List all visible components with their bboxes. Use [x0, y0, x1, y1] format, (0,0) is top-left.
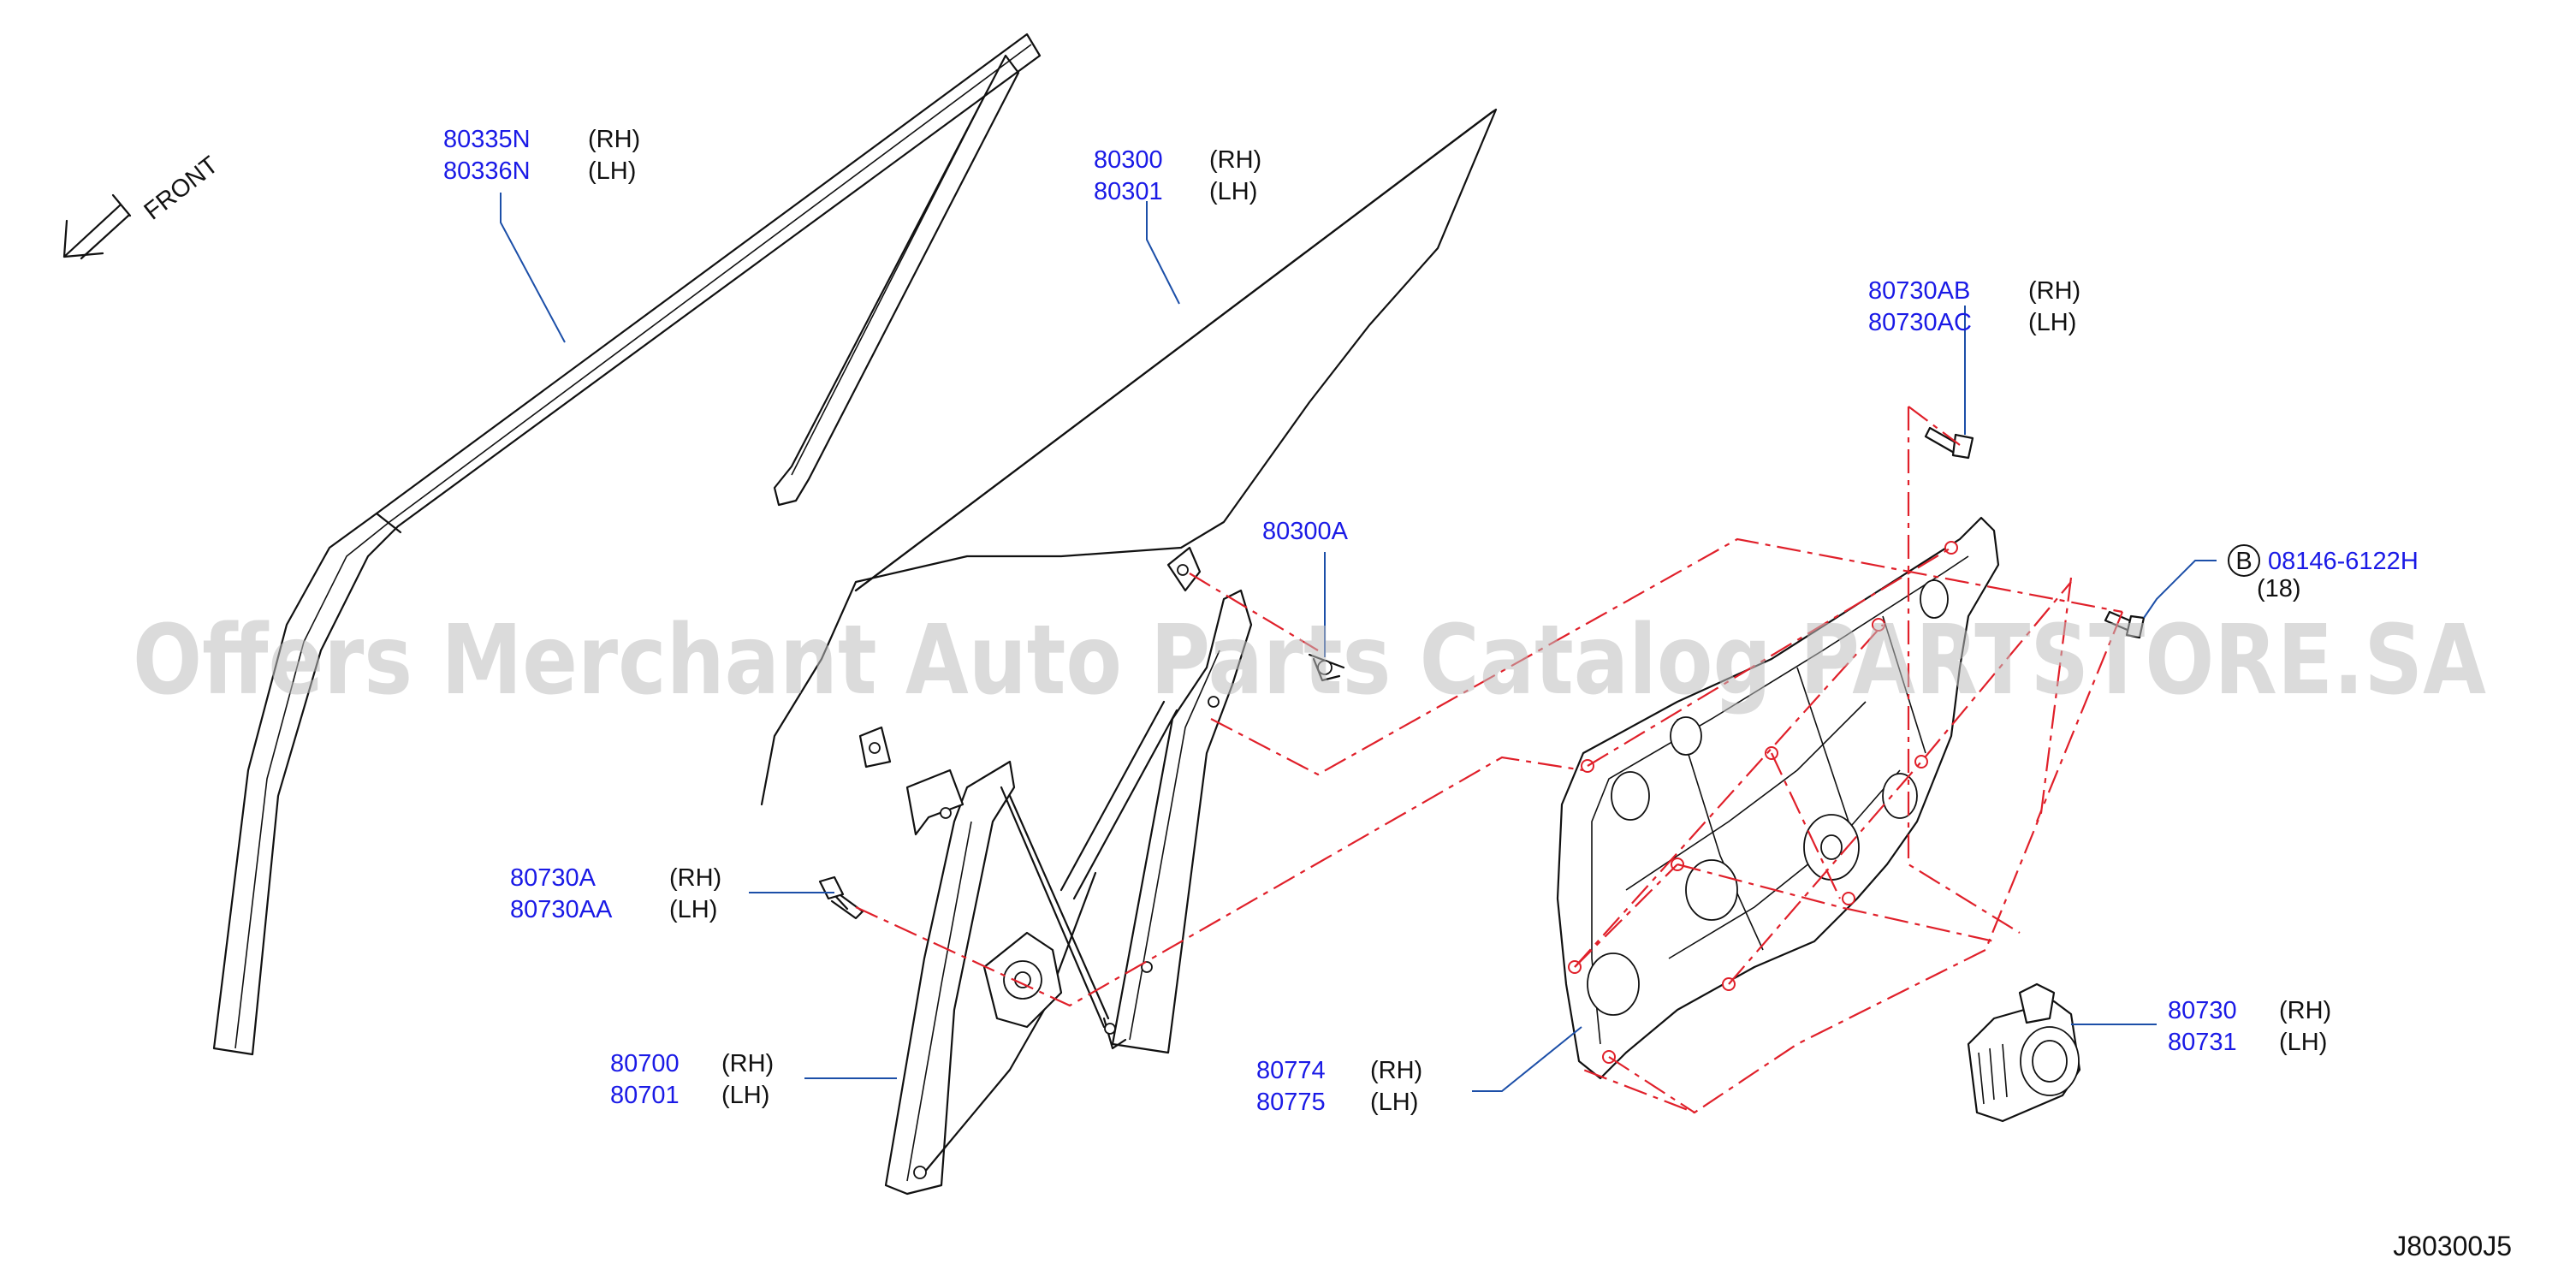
regulator-motor	[1967, 982, 2081, 1123]
part-number-rh: 80300	[1094, 146, 1163, 174]
door-glass	[760, 108, 1498, 806]
side-lh: (LH)	[1370, 1089, 1418, 1116]
part-number-lh: 80775	[1256, 1089, 1326, 1116]
bolt-badge-letter: B	[2235, 548, 2252, 575]
part-number: 08146-6122H	[2268, 548, 2419, 575]
part-number-rh: 80774	[1256, 1057, 1326, 1084]
front-label: FRONT	[139, 151, 224, 226]
assembly-phantom-lines	[855, 406, 2124, 1114]
callout-regulator-bolt: 80730A 80730AA (RH) (LH)	[510, 864, 721, 923]
quantity: (18)	[2257, 575, 2301, 602]
part-number-rh: 80700	[610, 1050, 680, 1077]
callout-glass: 80300 80301 (RH) (LH)	[1094, 146, 1261, 205]
glass-bolt-icon	[1308, 653, 1345, 682]
part-number-rh: 80730	[2168, 997, 2237, 1024]
part-number-rh: 80730AB	[1868, 277, 1970, 305]
part-number-lh: 80336N	[443, 157, 531, 185]
side-lh: (LH)	[721, 1082, 769, 1109]
side-lh: (LH)	[669, 896, 717, 923]
part-number-lh: 80701	[610, 1082, 680, 1109]
regulator-bolt-icon	[818, 875, 864, 920]
part-number-lh: 80730AC	[1868, 309, 1972, 336]
part-number-lh: 80731	[2168, 1029, 2237, 1056]
callout-motor: 80730 80731 (RH) (LH)	[2168, 997, 2331, 1056]
side-lh: (LH)	[1209, 178, 1257, 205]
motor-bolt-icon	[1924, 426, 1974, 460]
side-rh: (RH)	[1209, 146, 1261, 174]
panel-bolt-icon	[2104, 610, 2146, 639]
part-number: 80300A	[1262, 518, 1349, 545]
part-number-lh: 80301	[1094, 178, 1163, 205]
bolt-badge-circle	[2228, 544, 2260, 577]
side-lh: (LH)	[2279, 1029, 2327, 1056]
part-number-lh: 80730AA	[510, 896, 613, 923]
part-number-rh: 80335N	[443, 126, 531, 153]
diagram-code: J80300J5	[2393, 1231, 2512, 1261]
callout-motor-bolt: 80730AB 80730AC (RH) (LH)	[1868, 277, 2080, 336]
side-rh: (RH)	[669, 864, 721, 892]
door-module-panel	[1556, 516, 2000, 1080]
callout-module-panel: 80774 80775 (RH) (LH)	[1256, 1057, 1422, 1116]
side-rh: (RH)	[1370, 1057, 1422, 1084]
window-regulator	[884, 589, 1253, 1196]
side-lh: (LH)	[2028, 309, 2076, 336]
part-number-rh: 80730A	[510, 864, 597, 892]
callout-regulator: 80700 80701 (RH) (LH)	[610, 1050, 774, 1109]
front-arrow-icon	[62, 193, 132, 260]
callout-glass-bolt: 80300A	[1262, 518, 1349, 545]
side-rh: (RH)	[721, 1050, 774, 1077]
side-lh: (LH)	[588, 157, 636, 185]
side-rh: (RH)	[2028, 277, 2080, 305]
door-sash-channel	[212, 33, 1042, 1056]
side-rh: (RH)	[588, 126, 640, 153]
callout-panel-bolt: B 08146-6122H (18)	[2228, 544, 2419, 602]
leader-lines	[500, 193, 2217, 1092]
callout-sash: 80335N 80336N (RH) (LH)	[443, 126, 640, 185]
side-rh: (RH)	[2279, 997, 2331, 1024]
watermark-text: Offers Merchant Auto Parts Catalog PARTS…	[133, 605, 2486, 716]
